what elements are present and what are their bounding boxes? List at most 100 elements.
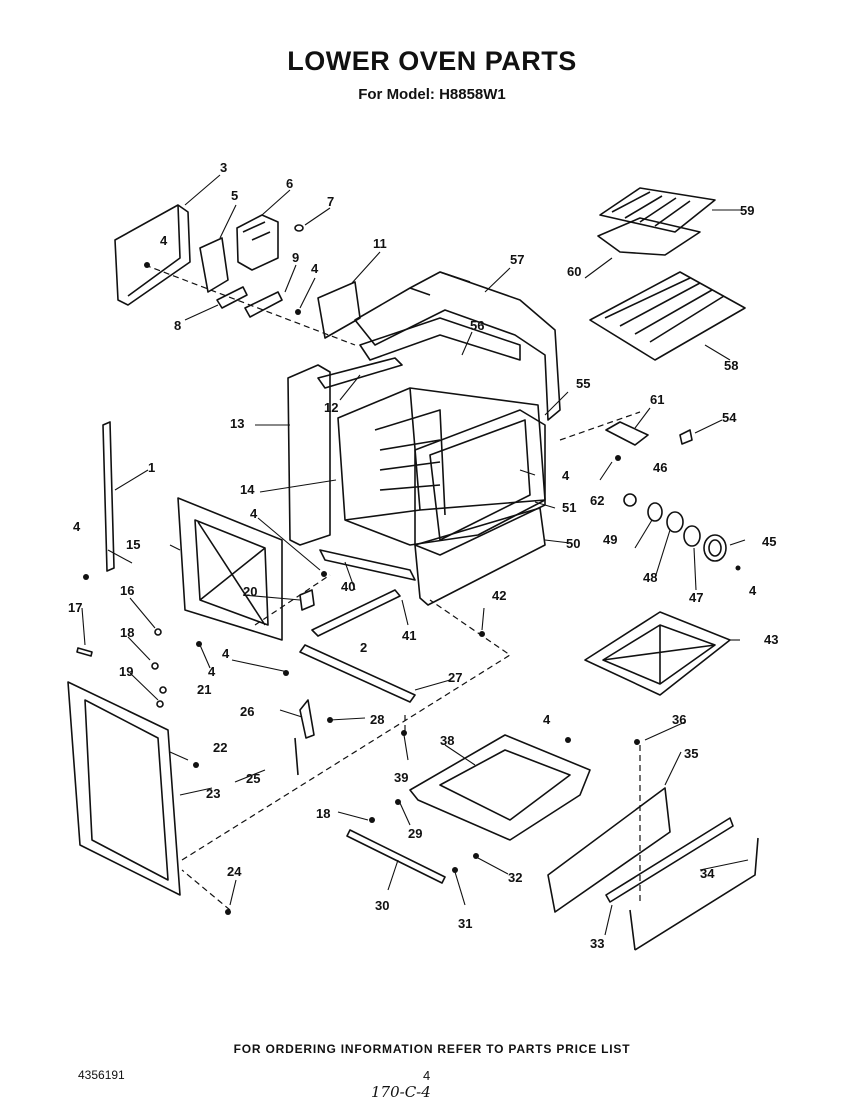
bracket <box>216 286 248 309</box>
drawer-rail <box>605 817 734 903</box>
hinge-rod <box>294 737 299 776</box>
callout-48: 48 <box>643 570 657 585</box>
alignment-line <box>254 574 331 626</box>
callout-4: 4 <box>311 261 319 276</box>
callout-17: 17 <box>68 600 82 615</box>
screw <box>283 670 289 676</box>
screw <box>159 686 167 694</box>
broiler-pan-grid <box>599 187 716 233</box>
callout-14: 14 <box>240 482 255 497</box>
oven-liner-top <box>359 317 521 361</box>
page-number: 4 <box>423 1068 431 1083</box>
callout-13: 13 <box>230 416 244 431</box>
callout-11: 11 <box>373 236 387 251</box>
model-subtitle: For Model: H8858W1 <box>0 86 864 103</box>
callout-27: 27 <box>448 670 462 685</box>
callout-1: 1 <box>148 460 155 475</box>
callout-18: 18 <box>120 625 134 640</box>
callout-32: 32 <box>508 870 522 885</box>
screw <box>321 571 327 577</box>
alignment-line <box>181 869 231 911</box>
alignment-line <box>181 599 512 861</box>
drawer-slide <box>346 829 446 884</box>
screw <box>452 867 458 873</box>
front-frame <box>287 364 331 546</box>
callout-4: 4 <box>208 664 216 679</box>
callout-4: 4 <box>250 506 258 521</box>
screw <box>144 262 150 268</box>
callout-4: 4 <box>562 468 570 483</box>
document-number: 4356191 <box>78 1068 125 1082</box>
bracket <box>199 237 229 293</box>
callout-45: 45 <box>762 534 776 549</box>
screw <box>225 909 231 915</box>
callout-26: 26 <box>240 704 254 719</box>
callout-49: 49 <box>603 532 617 547</box>
callout-4: 4 <box>160 233 168 248</box>
oven-door <box>67 681 181 896</box>
screw <box>395 799 401 805</box>
callout-55: 55 <box>576 376 590 391</box>
screw <box>473 853 479 859</box>
callout-50: 50 <box>566 536 580 551</box>
callout-23: 23 <box>206 786 220 801</box>
callout-58: 58 <box>724 358 738 373</box>
screw <box>565 737 571 743</box>
callout-38: 38 <box>440 733 454 748</box>
lower-rail <box>311 589 401 637</box>
oven-wrapper <box>354 271 561 421</box>
handwritten-code: 170-C-4 <box>371 1083 431 1101</box>
callout-15: 15 <box>126 537 140 552</box>
screw <box>735 565 741 571</box>
broiler-pan <box>597 217 701 256</box>
callout-57: 57 <box>510 252 524 267</box>
hinge <box>299 699 315 739</box>
callout-62: 62 <box>590 493 604 508</box>
callout-2: 2 <box>360 640 367 655</box>
callout-39: 39 <box>394 770 408 785</box>
kick-plate <box>629 837 759 951</box>
callout-31: 31 <box>458 916 472 931</box>
callout-29: 29 <box>408 826 422 841</box>
callout-20: 20 <box>243 584 257 599</box>
screw <box>295 309 301 315</box>
screw <box>156 700 164 708</box>
callout-56: 56 <box>470 318 484 333</box>
side-panel <box>177 497 283 641</box>
oven-cavity <box>337 387 546 546</box>
drawer-front <box>547 787 671 913</box>
callout-47: 47 <box>689 590 703 605</box>
callout-42: 42 <box>492 588 506 603</box>
oven-rack <box>589 271 746 361</box>
bracket <box>244 291 283 318</box>
bracket <box>605 421 649 446</box>
callout-4: 4 <box>543 712 551 727</box>
model-number: H8858W1 <box>439 86 506 103</box>
callout-19: 19 <box>119 664 133 679</box>
callout-18: 18 <box>316 806 330 821</box>
callout-54: 54 <box>722 410 737 425</box>
trim-strip <box>102 421 115 572</box>
kick-rail <box>299 644 416 703</box>
callout-12: 12 <box>324 400 338 415</box>
ring <box>703 534 727 562</box>
callout-33: 33 <box>590 936 604 951</box>
bottom-rail <box>319 549 416 581</box>
screw <box>401 730 407 736</box>
screw <box>83 574 89 580</box>
knob <box>647 502 663 522</box>
storage-drawer <box>409 734 591 841</box>
callout-41: 41 <box>402 628 416 643</box>
callout-35: 35 <box>684 746 698 761</box>
small-clip <box>679 429 693 445</box>
ring <box>683 525 701 547</box>
callout-28: 28 <box>370 712 384 727</box>
alignment-line <box>559 411 641 441</box>
page-title: LOWER OVEN PARTS <box>287 46 577 76</box>
screw <box>479 631 485 637</box>
callout-8: 8 <box>174 318 181 333</box>
screw <box>327 717 333 723</box>
callout-21: 21 <box>197 682 211 697</box>
